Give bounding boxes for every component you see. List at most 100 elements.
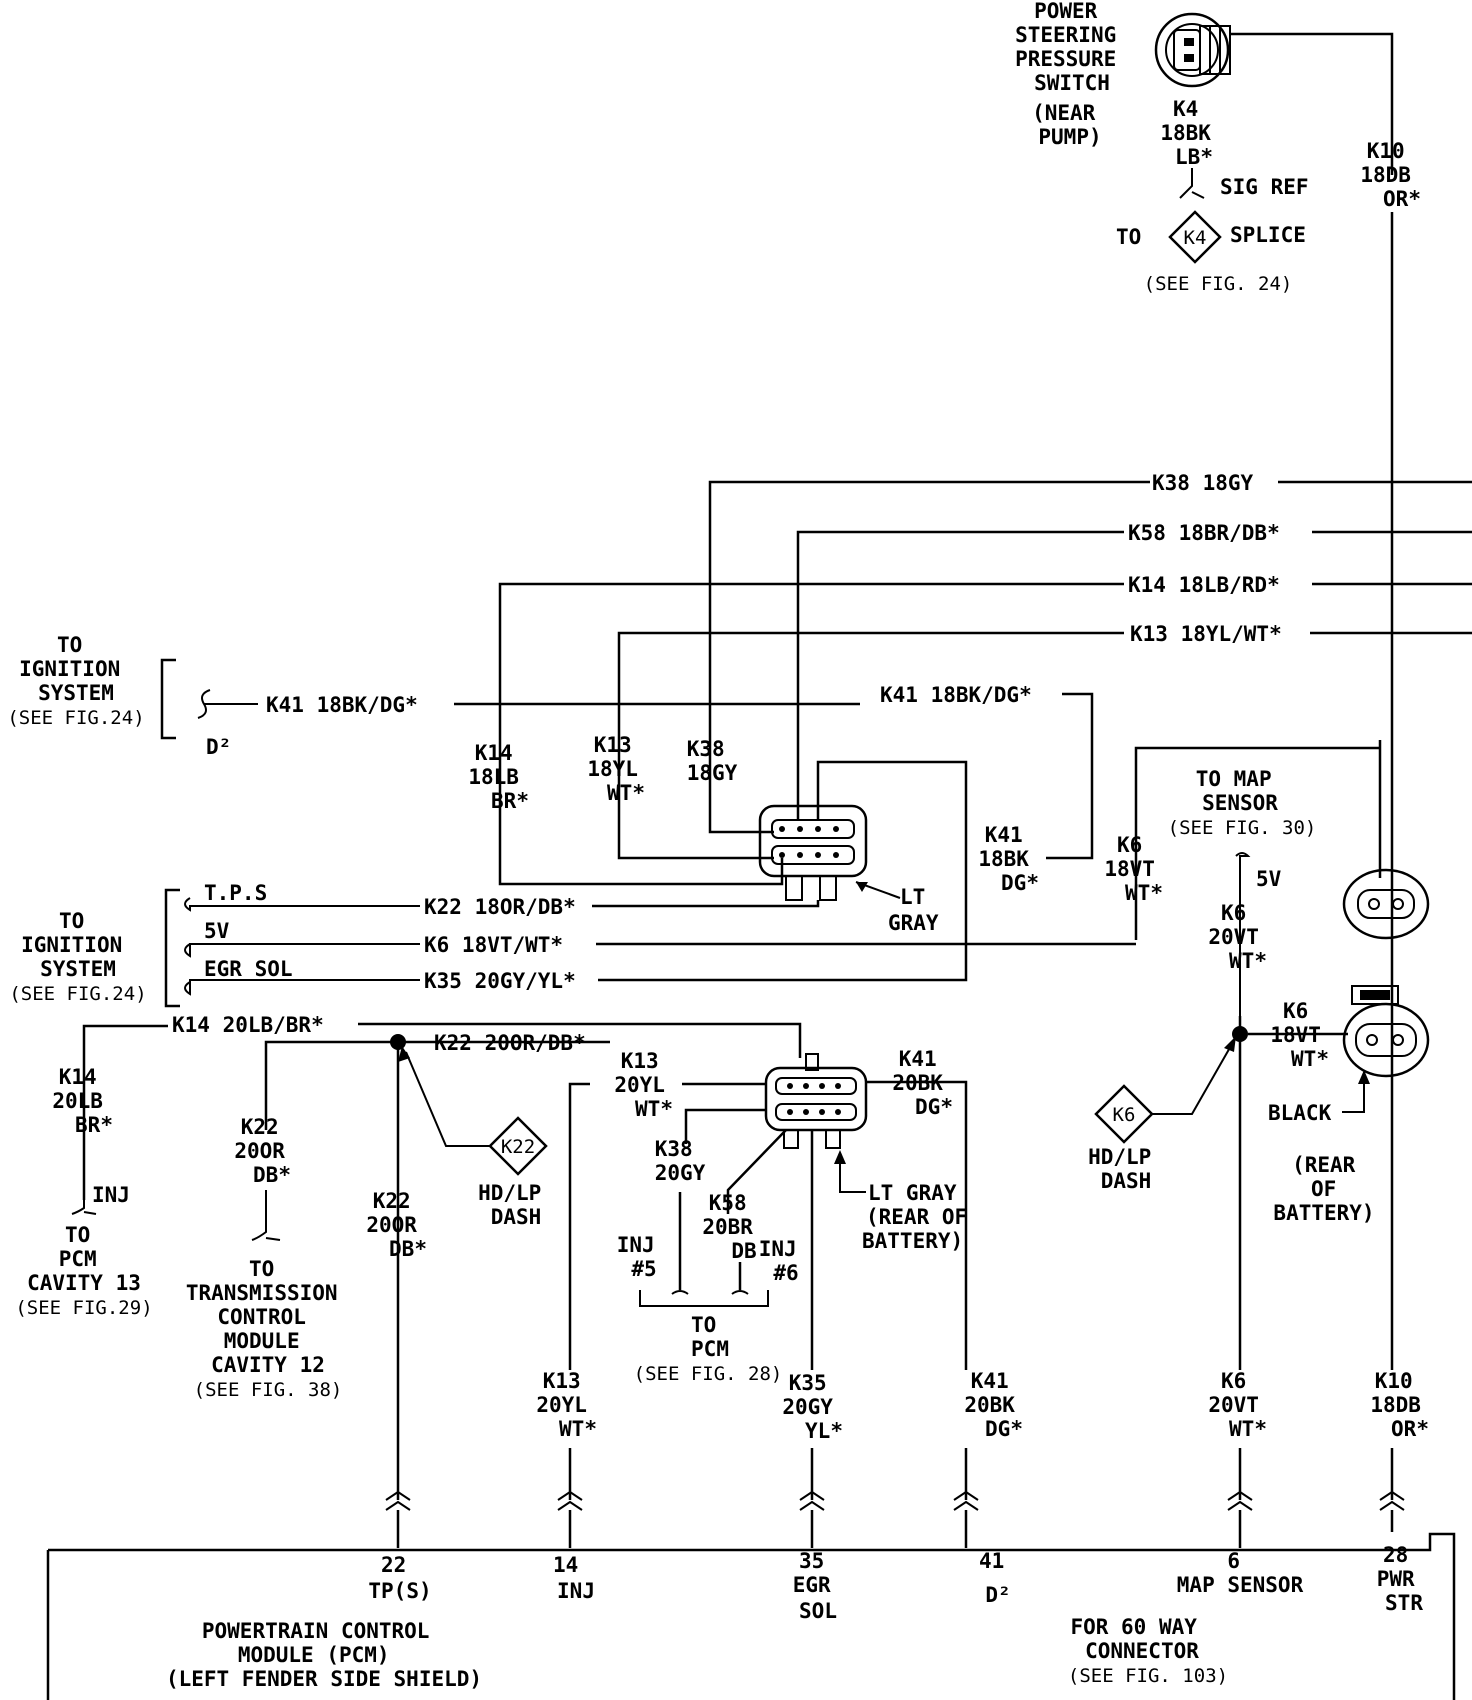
lower-section: K14 20LB/BR* K22 20OR/DB* K14 20LB BR* I… <box>15 1013 980 1500</box>
pcm-60way-ref: (SEE FIG. 103) <box>1068 1665 1228 1687</box>
k4-wire-label: K4 18BK LB* <box>1160 97 1223 169</box>
ignition-top: TO IGNITION SYSTEM (SEE FIG.24) K41 18BK… <box>7 633 860 759</box>
k38-right-label: K38 18GY <box>1152 471 1254 495</box>
map-to-ref: (SEE FIG. 30) <box>1168 817 1317 839</box>
k6-black-connector-icon <box>1342 985 1430 1078</box>
5v-label: 5V <box>204 919 230 943</box>
to-pcm-fig28-ref: (SEE FIG. 28) <box>634 1363 783 1385</box>
k6-bottom-label: K6 20VT WT* <box>1208 1369 1271 1441</box>
map-k6-mid-label: K6 20VT WT* <box>1208 901 1271 973</box>
upper-k41-label: K41 18BK DG* <box>978 823 1041 895</box>
tps-label: T.P.S <box>204 881 267 905</box>
cavity-6-chevron-icon <box>1227 1490 1253 1511</box>
ign-mid-ref: (SEE FIG.24) <box>9 983 146 1005</box>
k6-mid-wire-label: K6 18VT/WT* <box>424 933 563 957</box>
map-black: BLACK <box>1268 1101 1332 1125</box>
k4-to: TO <box>1116 225 1141 249</box>
to-pcm-fig28: TO PCM <box>691 1313 729 1361</box>
k22-dash-badge-label: K22 <box>501 1136 535 1158</box>
k58-lower-label: K58 20BR DB <box>702 1191 765 1263</box>
to-tcm: TO TRANSMISSION CONTROL MODULE CAVITY 12 <box>186 1257 350 1377</box>
map-k6-top-label: K6 18VT WT* <box>1104 833 1167 905</box>
inj5-label: INJ #5 <box>617 1233 668 1281</box>
ignition-mid: TO IGNITION SYSTEM (SEE FIG.24) T.P.S 5V… <box>9 881 1136 1008</box>
k22-lower-left: K22 20OR DB* <box>234 1115 297 1187</box>
k6-dash-badge-label: K6 <box>1113 1104 1136 1126</box>
k41-bottom-label: K41 20BK DG* <box>964 1369 1027 1441</box>
lower-connector-icon <box>764 1053 868 1149</box>
pcm-cavity-35: 35 EGR SOL <box>793 1549 844 1623</box>
ign-top-to: TO IGNITION SYSTEM <box>19 633 133 705</box>
k22-lower-mid: K22 20OR DB* <box>366 1189 429 1261</box>
k6-dash-label: HD/LP DASH <box>1088 1145 1164 1193</box>
right-wire-bundle: K38 18GY K58 18BR/DB* K14 18LB/RD* K13 1… <box>498 471 1472 886</box>
map-k6-right-label: K6 18VT WT* <box>1270 999 1333 1071</box>
inj6-label: INJ #6 <box>759 1237 810 1285</box>
pcm-60way: FOR 60 WAY CONNECTOR <box>1070 1615 1209 1663</box>
k22-dash-badge-icon <box>488 1116 548 1176</box>
to-pcm-cavity-13: TO PCM CAVITY 13 <box>27 1223 141 1295</box>
ign-mid-to: TO IGNITION SYSTEM <box>21 909 135 981</box>
k22-lower-top: K22 20OR/DB* <box>434 1031 586 1055</box>
k6-splice-dot <box>1232 1026 1248 1042</box>
k41-left-label: K41 18BK/DG* <box>266 693 418 717</box>
upper-connector-icon <box>758 804 868 901</box>
k14-lower-top: K14 20LB/BR* <box>172 1013 324 1037</box>
pcm-cavity-6: 6 MAP SENSOR <box>1177 1549 1304 1597</box>
k35-mid-label: K35 20GY/YL* <box>424 969 576 993</box>
egr-label: EGR SOL <box>204 957 293 981</box>
cavity-22-chevron-icon <box>385 1490 411 1511</box>
k14-right-label: K14 18LB/RD* <box>1128 573 1280 597</box>
upper-k13-label: K13 18YL WT* <box>587 733 650 805</box>
map-sensor-connector-icon <box>1342 868 1430 940</box>
pcm-cavity-41: 41 D² <box>979 1549 1017 1607</box>
k13-right-label: K13 18YL/WT* <box>1130 622 1282 646</box>
ps-switch-connector-icon <box>1154 12 1231 88</box>
k35-bottom-label: K35 20GY YL* <box>782 1371 845 1443</box>
cavity-35-chevron-icon <box>799 1490 825 1511</box>
ign-top-d2: D² <box>206 735 231 759</box>
k10-wire-top <box>1230 32 1394 175</box>
map-sensor-area: TO MAP SENSOR (SEE FIG. 30) 5V K6 18VT W… <box>1088 746 1430 1500</box>
k4-splice-badge-label: K4 <box>1184 227 1207 249</box>
pcm-cavity-14: 14 INJ <box>553 1553 595 1603</box>
upper-k38-label: K38 18GY <box>687 737 738 785</box>
pcm-name: POWERTRAIN CONTROL MODULE (PCM) (LEFT FE… <box>166 1619 482 1691</box>
upper-connector: K14 18LB BR* K13 18YL WT* K38 18GY K41 1… <box>468 733 1041 982</box>
bottom-wires: K13 20YL WT* K35 20GY YL* K41 20BK DG* K… <box>385 878 1429 1548</box>
k13-bottom-label: K13 20YL WT* <box>536 1369 599 1441</box>
k4-splice-ref: (SEE FIG. 24) <box>1144 273 1293 295</box>
k41-lower-label: K41 20BK DG* <box>892 1047 955 1119</box>
k4-sig-ref: SIG REF <box>1220 175 1309 199</box>
k4-splice-label: SPLICE <box>1230 223 1306 247</box>
power-steering-switch: POWER STEERING PRESSURE SWITCH (NEAR PUM… <box>1015 0 1423 878</box>
k13-lower-label: K13 20YL WT* <box>614 1049 677 1121</box>
k14-inj: INJ <box>92 1183 130 1207</box>
map-to: TO MAP SENSOR <box>1196 767 1285 815</box>
k14-lower-left: K14 20LB BR* <box>52 1065 115 1137</box>
map-5v: 5V <box>1256 867 1282 891</box>
upper-k14-label: K14 18LB BR* <box>468 741 531 813</box>
pcm-cavity-28: 28 PWR STR <box>1377 1543 1428 1615</box>
ps-switch-location: (NEAR PUMP) <box>1032 101 1108 149</box>
cavity-41-chevron-icon <box>953 1490 979 1511</box>
k4-splice-badge-icon <box>1168 210 1222 264</box>
cavity-14-chevron-icon <box>557 1490 583 1511</box>
pcm-cavity-22: 22 TP(S) <box>368 1553 431 1603</box>
k38-lower-label: K38 20GY <box>655 1137 706 1185</box>
lower-conn-color: LT GRAY (REAR OF BATTERY) <box>862 1181 980 1253</box>
pcm-module: 22 TP(S) 14 INJ 35 EGR SOL 41 D² 6 MAP S… <box>46 1532 1456 1700</box>
k41-right-label: K41 18BK/DG* <box>880 683 1032 707</box>
cavity-28-chevron-icon <box>1379 1490 1405 1511</box>
ps-switch-name: POWER STEERING PRESSURE SWITCH <box>1015 0 1129 95</box>
k10-wire-label-top: K10 18DB OR* <box>1360 139 1423 211</box>
to-tcm-ref: (SEE FIG. 38) <box>194 1379 343 1401</box>
k58-right-label: K58 18BR/DB* <box>1128 521 1280 545</box>
k22-mid-label: K22 18OR/DB* <box>424 895 576 919</box>
k22-dash-label: HD/LP DASH <box>478 1181 554 1229</box>
upper-conn-color: LT GRAY <box>888 885 939 935</box>
k4-terminal-icon <box>1179 168 1205 199</box>
to-pcm-cavity-13-ref: (SEE FIG.29) <box>15 1297 152 1319</box>
k6-dash-badge-icon <box>1094 1084 1154 1144</box>
